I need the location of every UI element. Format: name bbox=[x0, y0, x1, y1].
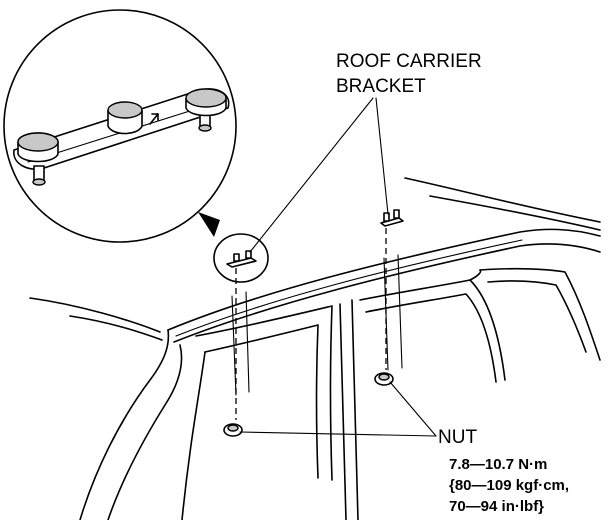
nut-right bbox=[374, 372, 394, 386]
leader-nut-right bbox=[389, 381, 437, 437]
leader-nut-left bbox=[239, 431, 437, 437]
magnifier-pointer bbox=[198, 212, 220, 237]
vehicle-body-outline bbox=[29, 177, 601, 520]
detail-circle bbox=[213, 233, 269, 283]
magnified-bracket-detail bbox=[3, 9, 237, 243]
label-roof-carrier-bracket-line1: ROOF CARRIER bbox=[336, 51, 482, 72]
label-roof-carrier-bracket-line2: BRACKET bbox=[336, 76, 426, 97]
leader-lines bbox=[239, 97, 437, 437]
leader-bracket-right bbox=[375, 97, 389, 215]
roof-bracket-right bbox=[380, 209, 404, 370]
torque-spec-line3: 70—94 in·lbf} bbox=[449, 498, 544, 515]
nut-left bbox=[223, 423, 243, 437]
magnifier-circle bbox=[3, 9, 237, 243]
torque-spec-line1: 7.8—10.7 N·m bbox=[449, 456, 547, 473]
label-nut: NUT bbox=[438, 427, 477, 448]
leader-bracket-left bbox=[249, 97, 374, 253]
torque-spec-line2: {80—109 kgf·cm, bbox=[449, 477, 569, 494]
roof-bracket-left bbox=[213, 233, 269, 420]
